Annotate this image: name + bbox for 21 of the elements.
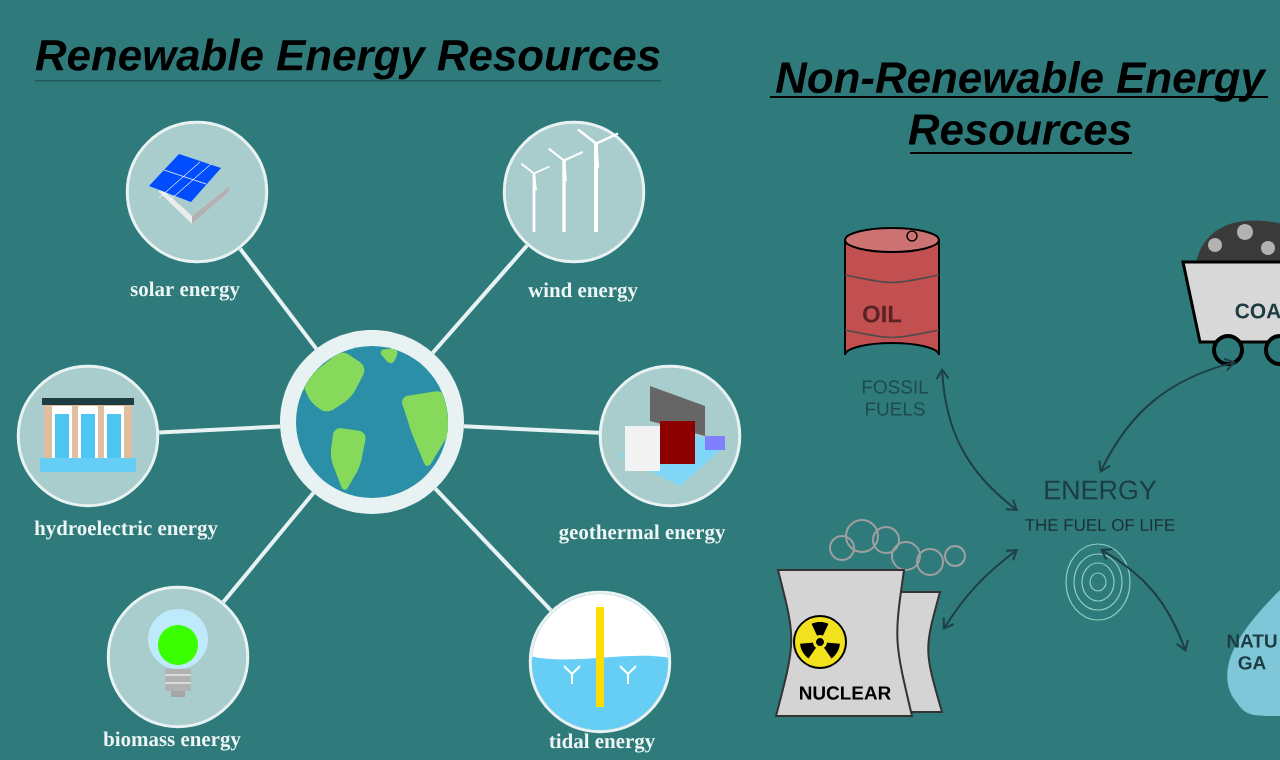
double-arrow — [1098, 357, 1236, 473]
heading: ENERGY — [1045, 480, 1157, 500]
energy-label: biomass energy — [103, 731, 241, 751]
energy-label: wind energy — [528, 282, 638, 302]
connector-line — [433, 487, 553, 612]
energy-label: tidal energy — [549, 733, 655, 753]
connector-line — [159, 424, 281, 435]
double-arrow — [935, 367, 1019, 511]
heading: Non-Renewable Energy Resources — [769, 61, 1269, 154]
tagline: THE FUEL OF LIFE — [1025, 519, 1175, 531]
double-arrow — [1100, 548, 1189, 652]
heading: Renewable Energy Resources — [34, 38, 662, 82]
connector-line — [431, 244, 529, 355]
energy-label: geothermal energy — [559, 524, 726, 544]
connector-line — [238, 247, 318, 351]
connector-line — [221, 491, 316, 604]
energy-label: hydroelectric energy — [34, 520, 218, 540]
double-arrow — [942, 549, 1019, 630]
energy-label: solar energy — [130, 281, 240, 301]
connector-line — [463, 424, 599, 435]
globe-drawing — [280, 330, 464, 514]
